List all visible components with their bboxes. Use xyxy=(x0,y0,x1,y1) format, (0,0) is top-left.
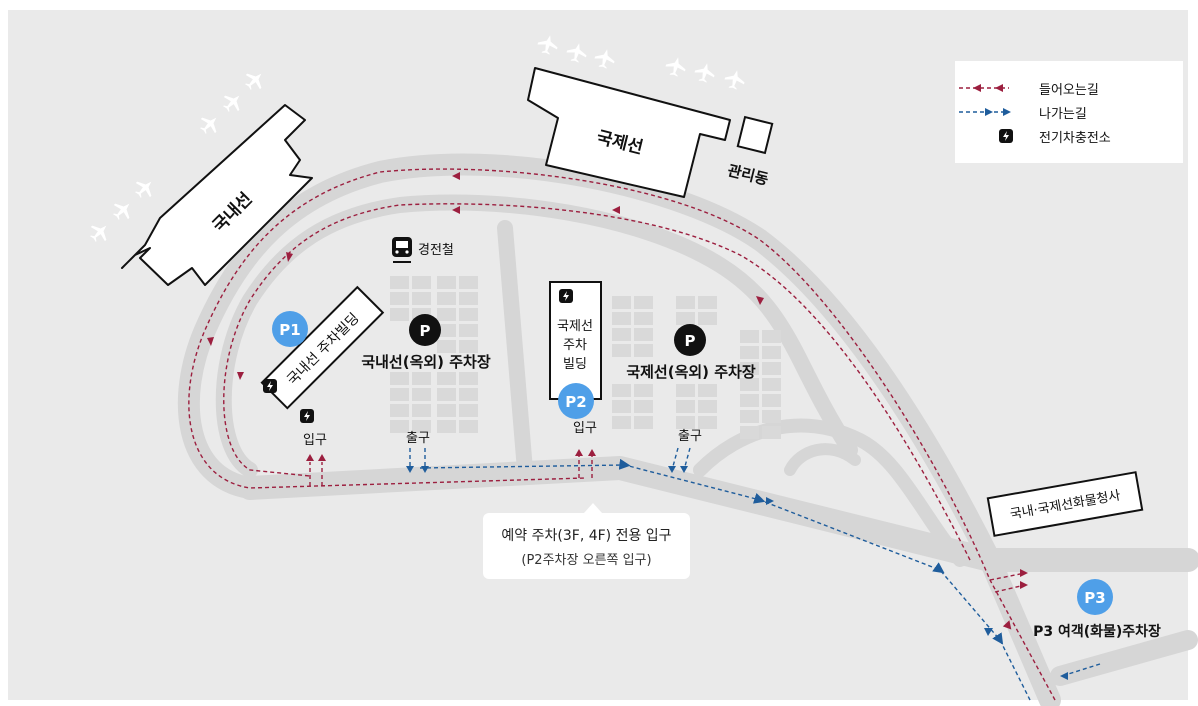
admin-building xyxy=(736,115,774,155)
outgoing-route-icon xyxy=(959,108,1011,116)
route-arrows xyxy=(207,172,1068,680)
international-parking-building-line2: 주차 xyxy=(563,338,587,353)
legend-outgoing-label: 나가는길 xyxy=(1039,106,1087,122)
domestic-exit-label: 출구 xyxy=(406,431,430,446)
domestic-outdoor-parking-label: 국내선(옥외) 주차장 xyxy=(361,353,491,371)
legend-item-incoming: 들어오는길 xyxy=(955,78,1099,98)
legend-ev-label: 전기차충전소 xyxy=(1039,130,1111,146)
domestic-terminal-building xyxy=(121,104,313,286)
p2-badge[interactable] xyxy=(558,383,594,419)
train-icon xyxy=(392,237,412,263)
p2-badge-label: P2 xyxy=(565,393,586,411)
callout-line1: 예약 주차(3F, 4F) 전용 입구 xyxy=(501,528,672,544)
p3-badge-label: P3 xyxy=(1084,589,1105,607)
international-parking-building-line3: 빌딩 xyxy=(563,357,587,372)
ev-charging-icon-p1a xyxy=(263,379,277,393)
p3-badge[interactable] xyxy=(1077,579,1113,615)
parking-p-icon-domestic xyxy=(409,314,441,346)
incoming-route xyxy=(188,168,1056,701)
rail-label: 경전철 xyxy=(418,243,454,258)
callout-line2: (P2주차장 오른쪽 입구) xyxy=(521,553,652,568)
p1-badge-label: P1 xyxy=(279,321,300,339)
parking-p-icon-international xyxy=(674,324,706,356)
legend-item-ev: 전기차충전소 xyxy=(955,126,1111,146)
international-exit-label: 출구 xyxy=(678,429,702,444)
international-outdoor-parking-label: 국제선(옥외) 주차장 xyxy=(626,363,756,381)
outgoing-route xyxy=(409,447,1101,701)
ev-charging-icon-p1b xyxy=(300,409,314,423)
cargo-building xyxy=(986,471,1144,537)
domestic-parking-building xyxy=(260,285,385,410)
parking-p-symbol-international: P xyxy=(685,332,696,350)
p1-entrance-label: 입구 xyxy=(303,433,327,448)
international-outdoor-parking-lot xyxy=(612,296,781,439)
p2-entrance-label: 입구 xyxy=(573,421,597,436)
legend-incoming-label: 들어오는길 xyxy=(1039,82,1099,98)
p1-badge[interactable] xyxy=(272,311,308,347)
legend: 들어오는길 나가는길 전기차충전소 xyxy=(955,61,1183,163)
international-terminal-building xyxy=(527,67,731,198)
reserved-parking-callout: 예약 주차(3F, 4F) 전용 입구 (P2주차장 오른쪽 입구) xyxy=(483,503,690,579)
international-parking-building-line1: 국제선 xyxy=(557,319,593,334)
incoming-route-icon xyxy=(959,84,1009,92)
ev-charging-icon-p2 xyxy=(559,289,573,303)
p3-parking-label: P3 여객(화물)주차장 xyxy=(1033,623,1161,640)
parking-p-symbol-domestic: P xyxy=(420,322,431,340)
ev-charging-icon xyxy=(999,129,1013,143)
legend-item-outgoing: 나가는길 xyxy=(955,102,1087,122)
